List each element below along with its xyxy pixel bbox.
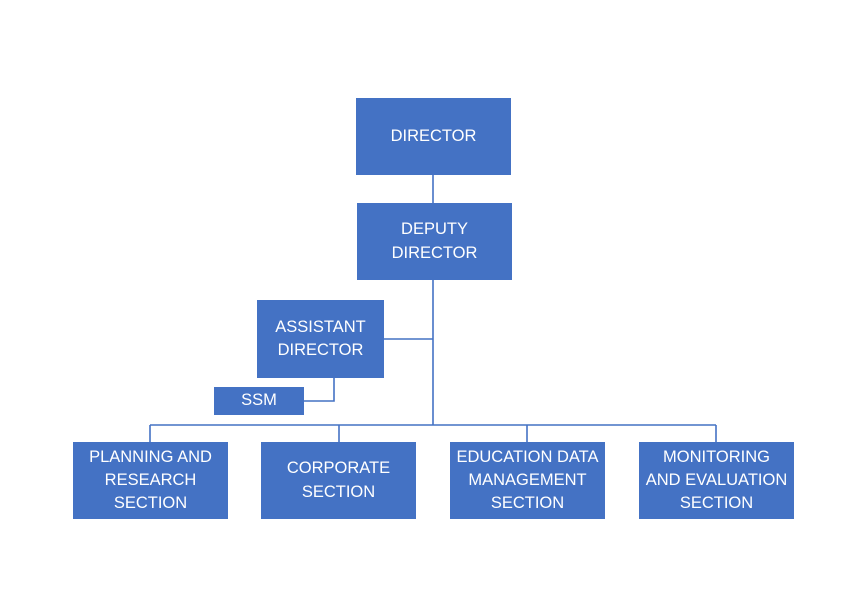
corporate-section-label: CORPORATE SECTION xyxy=(286,459,391,501)
education-data-section-box: EDUCATION DATA MANAGEMENT SECTION xyxy=(450,442,605,519)
planning-research-section-label: PLANNING AND RESEARCH SECTION xyxy=(89,447,212,513)
ssm-label: SSM xyxy=(241,391,277,410)
director-label: DIRECTOR xyxy=(390,126,477,145)
deputy-director-box: DEPUTY DIRECTOR xyxy=(357,203,512,280)
corporate-section-box: CORPORATE SECTION xyxy=(261,442,416,519)
ssm-box: SSM xyxy=(214,387,304,415)
assistant-director-box: ASSISTANT DIRECTOR xyxy=(257,300,384,378)
monitoring-evaluation-section-label: MONITORING AND EVALUATION SECTION xyxy=(645,447,788,513)
director-box: DIRECTOR xyxy=(356,98,511,175)
assistant-director-label: ASSISTANT DIRECTOR xyxy=(275,317,366,359)
deputy-director-label: DEPUTY DIRECTOR xyxy=(391,220,478,262)
monitoring-evaluation-section-box: MONITORING AND EVALUATION SECTION xyxy=(639,442,794,519)
edge-assistant-ssm xyxy=(304,378,335,402)
planning-research-section-box: PLANNING AND RESEARCH SECTION xyxy=(73,442,228,519)
education-data-section-label: EDUCATION DATA MANAGEMENT SECTION xyxy=(456,447,599,513)
